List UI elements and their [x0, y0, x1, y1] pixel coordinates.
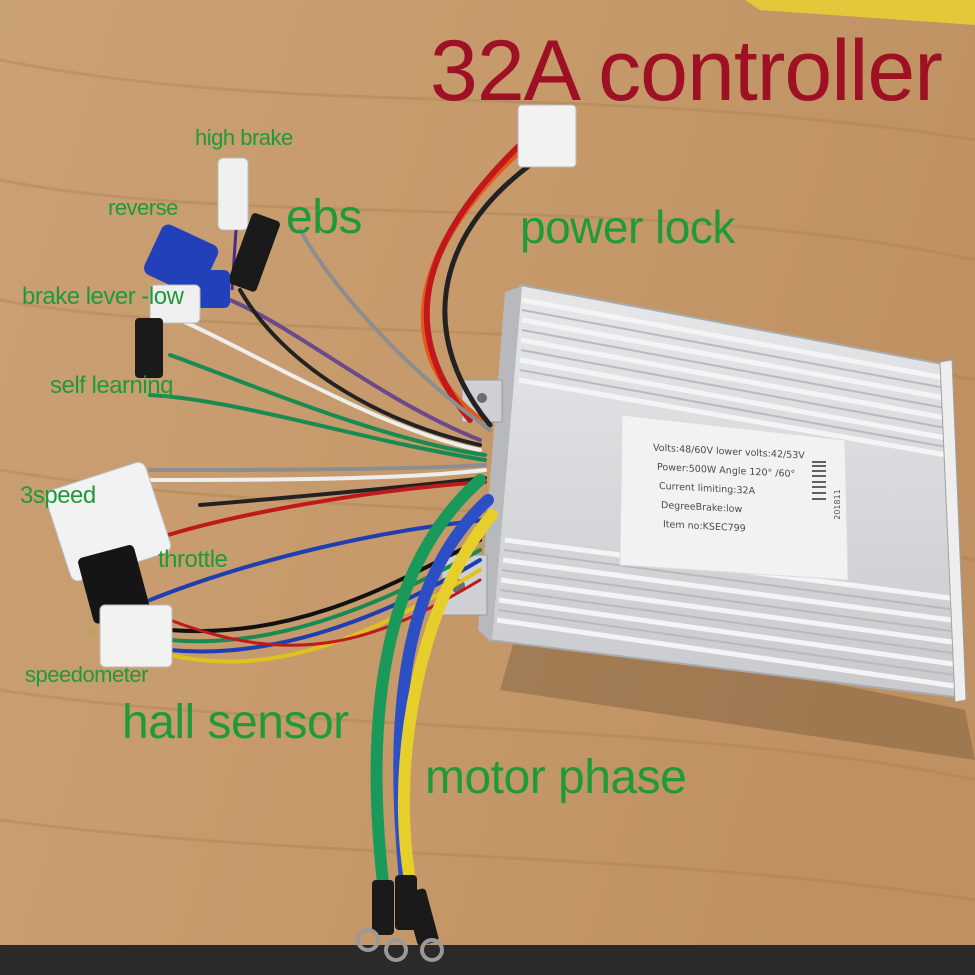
wire-harness — [138, 137, 533, 906]
hall-sensor-connector — [87, 604, 173, 668]
bottom-edge — [0, 945, 975, 975]
sticker-serial: 201811 — [832, 489, 842, 520]
power-lock-connector — [517, 104, 577, 168]
ebs-connector — [228, 213, 280, 292]
label-3speed: 3speed — [20, 482, 96, 509]
spec-sticker-text: Volts:48/60V lower volts:42/53V Power:50… — [625, 409, 850, 571]
label-self-learning: self learning — [50, 372, 173, 399]
label-ebs: ebs — [286, 191, 362, 244]
controller-body — [441, 283, 967, 703]
reverse-connector — [144, 224, 230, 308]
label-brake-lever-low: brake lever -low — [22, 283, 184, 310]
label-speedometer: speedometer — [25, 662, 148, 687]
brake-lever-connector — [135, 284, 201, 378]
yellow-object — [745, 0, 975, 25]
label-motor-phase: motor phase — [425, 751, 687, 804]
label-reverse: reverse — [108, 195, 178, 220]
high-brake-connector — [217, 157, 249, 291]
label-high-brake: high brake — [195, 125, 293, 150]
label-throttle: throttle — [158, 546, 228, 573]
spec-sticker — [619, 414, 849, 581]
label-power-lock: power lock — [520, 201, 735, 253]
motor-phase-terminals — [356, 875, 444, 962]
barcode-icon — [812, 461, 826, 500]
title-32a-controller: 32A controller — [430, 23, 943, 119]
label-hall-sensor: hall sensor — [122, 696, 349, 749]
throttle-connector — [78, 545, 150, 624]
